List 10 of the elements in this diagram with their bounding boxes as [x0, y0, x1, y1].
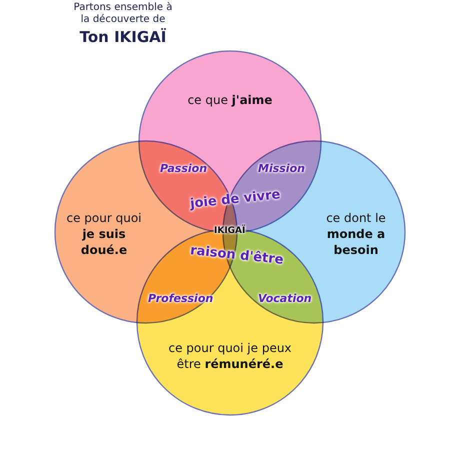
- circle-label: ce pour quoi je peux être rémunéré.e: [167, 340, 293, 372]
- circle-label: ce pour quoi je suis doué.e: [65, 210, 142, 258]
- overlap-label: Mission: [258, 162, 305, 175]
- circle-label: ce dont le monde a besoin: [325, 210, 387, 258]
- overlap-label: Vocation: [258, 292, 312, 305]
- overlap-label: joie de vivre: [189, 187, 281, 212]
- circle-label: ce que j'aime: [186, 92, 274, 108]
- overlap-label: raison d'être: [189, 243, 284, 268]
- overlap-label: Passion: [160, 162, 208, 175]
- title: Partons ensemble à la découverte de Ton IKIGAÏ: [72, 2, 174, 46]
